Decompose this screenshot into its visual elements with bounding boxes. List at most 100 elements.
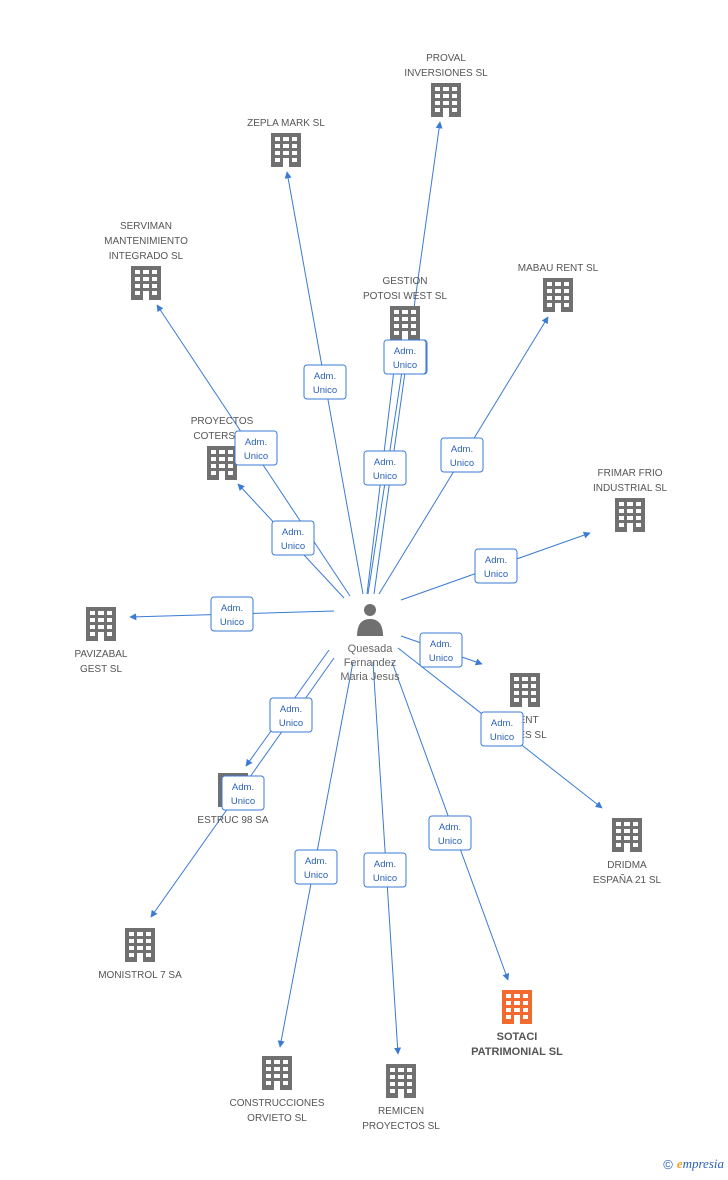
- building-icon: [125, 928, 155, 962]
- relation-label-11[interactable]: Adm.Unico: [269, 697, 313, 733]
- relation-label-box: [428, 815, 472, 851]
- company-node-serviman[interactable]: SERVIMAN MANTENIMIENTO INTEGRADO SL: [104, 221, 188, 300]
- relation-label-12[interactable]: Adm.Unico: [221, 775, 265, 811]
- company-node-mabau[interactable]: MABAU RENT SL: [518, 263, 599, 312]
- footer-brand[interactable]: © empresia: [663, 1156, 724, 1172]
- company-name-line: ESTRUC 98 SA: [197, 815, 268, 826]
- relation-label-text: Unico: [220, 617, 244, 628]
- building-icon: [86, 607, 116, 641]
- relation-label-text: Adm.: [245, 437, 267, 448]
- relation-label-box: [303, 364, 347, 400]
- company-name-line: MANTENIMIENTO: [104, 236, 188, 247]
- company-node-proval[interactable]: PROVAL INVERSIONES SL: [404, 53, 488, 117]
- company-name-line: MONISTROL 7 SA: [98, 970, 182, 981]
- relation-label-14[interactable]: Adm. Unico: [363, 852, 407, 888]
- relation-label-10[interactable]: Adm. Unico: [480, 711, 524, 747]
- building-icon: [131, 266, 161, 300]
- company-node-remicen[interactable]: REMICEN PROYECTOS SL: [362, 1064, 440, 1132]
- relation-label-text: Adm.: [232, 782, 254, 793]
- company-node-sotaci[interactable]: SOTACI PATRIMONIAL SL: [471, 990, 563, 1058]
- company-node-proyectos[interactable]: PROYECTOS COTERSA S: [191, 416, 254, 480]
- relation-label-1[interactable]: Adm.Unico: [303, 364, 347, 400]
- relation-label-box: [210, 596, 254, 632]
- building-icon: [390, 306, 420, 340]
- relation-label-15[interactable]: Adm. Unico: [428, 815, 472, 851]
- building-icon: [612, 818, 642, 852]
- company-name-line: PATRIMONIAL SL: [471, 1046, 563, 1058]
- company-name-line: SERVIMAN: [120, 221, 172, 232]
- relation-label-box: [234, 430, 278, 466]
- relation-label-text: Unico: [281, 541, 305, 552]
- company-node-gestion[interactable]: GESTION POTOSI WEST SL: [363, 276, 448, 340]
- building-icon: [262, 1056, 292, 1090]
- company-name-line: PROYECTOS: [191, 416, 254, 427]
- company-name-line: FRIMAR FRIO: [598, 468, 663, 479]
- relation-label-box: [474, 548, 518, 584]
- company-name-line: POTOSI WEST SL: [363, 291, 448, 302]
- relation-label-box: [440, 437, 484, 473]
- person-icon-head: [364, 604, 376, 616]
- relation-label-text: Unico: [484, 569, 508, 580]
- person-name-line: Fernandez: [344, 657, 397, 669]
- building-icon: [271, 133, 301, 167]
- company-name-line: PROVAL: [426, 53, 466, 64]
- relation-label-text: Adm.: [439, 822, 461, 833]
- relation-label-7[interactable]: Adm.Unico: [474, 548, 518, 584]
- company-name-line: REMICEN: [378, 1106, 424, 1117]
- company-node-dridma[interactable]: DRIDMA ESPAÑA 21 SL: [593, 818, 662, 886]
- building-icon: [543, 278, 573, 312]
- company-name-line: DRIDMA: [607, 860, 647, 871]
- company-name-line: ZEPLA MARK SL: [247, 118, 325, 129]
- relation-label-box: [383, 339, 427, 375]
- building-icon: [615, 498, 645, 532]
- relation-label-text: Adm.: [491, 718, 513, 729]
- relation-label-box: [363, 450, 407, 486]
- relation-label-13[interactable]: Adm.Unico: [294, 849, 338, 885]
- relation-label-9[interactable]: Adm.Unico: [419, 632, 463, 668]
- relation-label-6[interactable]: Adm.Unico: [271, 520, 315, 556]
- relation-label-text: Adm.: [430, 639, 452, 650]
- company-name-line: INTEGRADO SL: [109, 251, 184, 262]
- company-name-line: INVERSIONES SL: [404, 68, 488, 79]
- relation-label-text: Unico: [490, 732, 514, 743]
- relation-label-text: Adm.: [374, 859, 396, 870]
- relation-label-box: [294, 849, 338, 885]
- company-name-line: ONES SL: [503, 730, 547, 741]
- company-node-estruc[interactable]: ESTRUC 98 SA: [197, 773, 269, 826]
- company-name-line: PROYECTOS SL: [362, 1121, 440, 1132]
- copyright-symbol: ©: [663, 1156, 673, 1172]
- company-node-monistrol[interactable]: MONISTROL 7 SA: [98, 928, 182, 981]
- building-icon: [502, 990, 532, 1024]
- relation-label-text: Unico: [438, 836, 462, 847]
- empresia-logo: empresia: [676, 1156, 724, 1171]
- relation-label-3[interactable]: Adm.Unico: [383, 339, 427, 375]
- relation-label-box: [271, 520, 315, 556]
- relation-label-text: Unico: [373, 873, 397, 884]
- relation-label-text: Adm.: [394, 346, 416, 357]
- building-icon: [386, 1064, 416, 1098]
- edges-layer: [129, 121, 603, 1055]
- relation-label-text: Adm.: [314, 371, 336, 382]
- building-icon: [431, 83, 461, 117]
- company-name-line: RENT: [511, 715, 538, 726]
- relation-label-text: Adm.: [280, 704, 302, 715]
- company-name-line: SOTACI: [497, 1031, 538, 1043]
- company-name-line: GESTION: [382, 276, 427, 287]
- company-name-line: COTERSA S: [193, 431, 251, 442]
- relation-label-8[interactable]: Adm.Unico: [210, 596, 254, 632]
- company-node-zepla[interactable]: ZEPLA MARK SL: [247, 118, 325, 167]
- company-name-line: ESPAÑA 21 SL: [593, 873, 662, 886]
- company-node-rent[interactable]: RENT ONES SL: [503, 673, 547, 741]
- relation-labels-layer: Adm.UnicoAdm.UnicoAdm.UnicoAdm.UnicoAdm.…: [210, 339, 524, 888]
- relation-label-text: Unico: [450, 458, 474, 469]
- relation-label-4[interactable]: Adm.Unico: [363, 450, 407, 486]
- person-name-line: Maria Jesus: [340, 671, 400, 683]
- relation-label-2[interactable]: Adm.Unico: [234, 430, 278, 466]
- relation-label-5[interactable]: Adm.Unico: [440, 437, 484, 473]
